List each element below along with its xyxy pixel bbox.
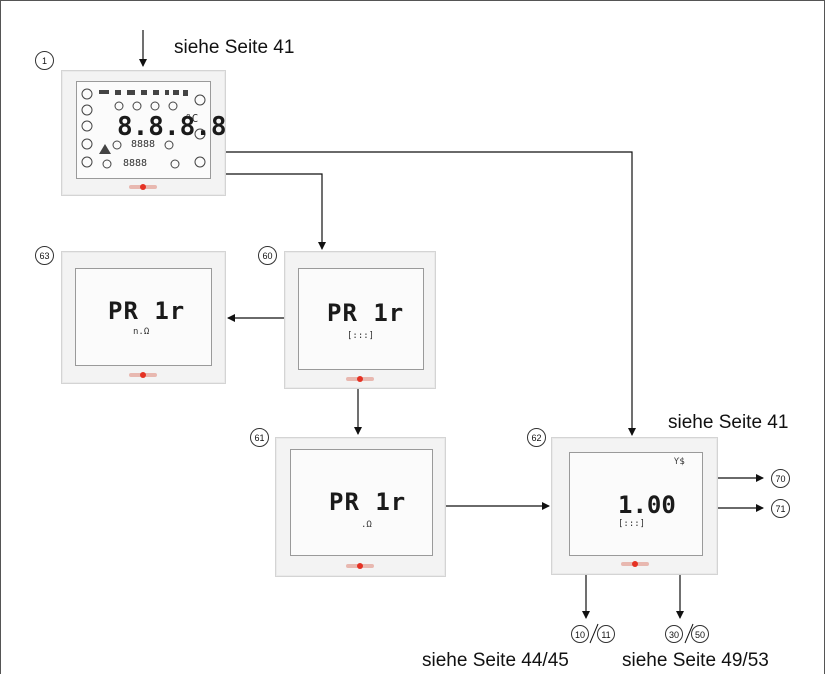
- display-1-sub-digits-1: 8888: [131, 139, 155, 150]
- label-right-ref: siehe Seite 41: [668, 412, 788, 434]
- display-60-main-text: PR 1r: [327, 299, 404, 327]
- display-62-status-icon: Ƴ$: [674, 457, 685, 467]
- thermostat-display-62: Ƴ$ 1.00 [:::]: [551, 437, 718, 575]
- display-62-sub-text: [:::]: [618, 519, 645, 529]
- display-1-main-digits: 8.8.8.8: [117, 112, 227, 142]
- display-screen-61: PR 1r .Ω: [290, 449, 433, 556]
- step-badge-60: 60: [258, 246, 277, 265]
- step-badge-10: 10: [571, 625, 589, 643]
- display-62-main-value: 1.00: [618, 491, 676, 519]
- display-63-sub-text: n.Ω: [133, 327, 149, 337]
- step-badge-1: 1: [35, 51, 54, 70]
- display-screen-63: PR 1r n.Ω: [75, 268, 212, 366]
- step-badge-50: 50: [691, 625, 709, 643]
- red-button-61[interactable]: [346, 563, 374, 569]
- thermostat-display-63: PR 1r n.Ω: [61, 251, 226, 384]
- step-badge-63: 63: [35, 246, 54, 265]
- display-screen-62: Ƴ$ 1.00 [:::]: [569, 452, 703, 556]
- display-screen-60: PR 1r [:::]: [298, 268, 424, 370]
- red-button-62[interactable]: [621, 561, 649, 567]
- display-60-sub-text: [:::]: [347, 331, 374, 341]
- step-badge-11: 11: [597, 625, 615, 643]
- thermostat-display-61: PR 1r .Ω: [275, 437, 446, 577]
- label-top-ref: siehe Seite 41: [174, 37, 294, 59]
- display-63-main-text: PR 1r: [108, 297, 185, 325]
- red-button-60[interactable]: [346, 376, 374, 382]
- step-badge-71: 71: [771, 499, 790, 518]
- thermostat-display-1: 8.8.8.8 °C 8888 8888: [61, 70, 226, 196]
- display-screen-1: 8.8.8.8 °C 8888 8888: [76, 81, 211, 179]
- step-badge-30: 30: [665, 625, 683, 643]
- display-61-sub-text: .Ω: [361, 520, 372, 530]
- red-button-63[interactable]: [129, 372, 157, 378]
- step-badge-61: 61: [250, 428, 269, 447]
- red-button-1[interactable]: [129, 184, 157, 190]
- label-bottom-right-ref: siehe Seite 49/53: [622, 650, 769, 672]
- arrow-1-to-60: [224, 174, 322, 249]
- icon-ring-left-top: [82, 89, 92, 99]
- display-1-unit: °C: [185, 112, 198, 125]
- step-badge-70: 70: [771, 469, 790, 488]
- step-badge-62: 62: [527, 428, 546, 447]
- display-1-sub-digits-2: 8888: [123, 158, 147, 169]
- thermostat-display-60: PR 1r [:::]: [284, 251, 436, 389]
- display-61-main-text: PR 1r: [329, 488, 406, 516]
- label-bottom-left-ref: siehe Seite 44/45: [422, 650, 569, 672]
